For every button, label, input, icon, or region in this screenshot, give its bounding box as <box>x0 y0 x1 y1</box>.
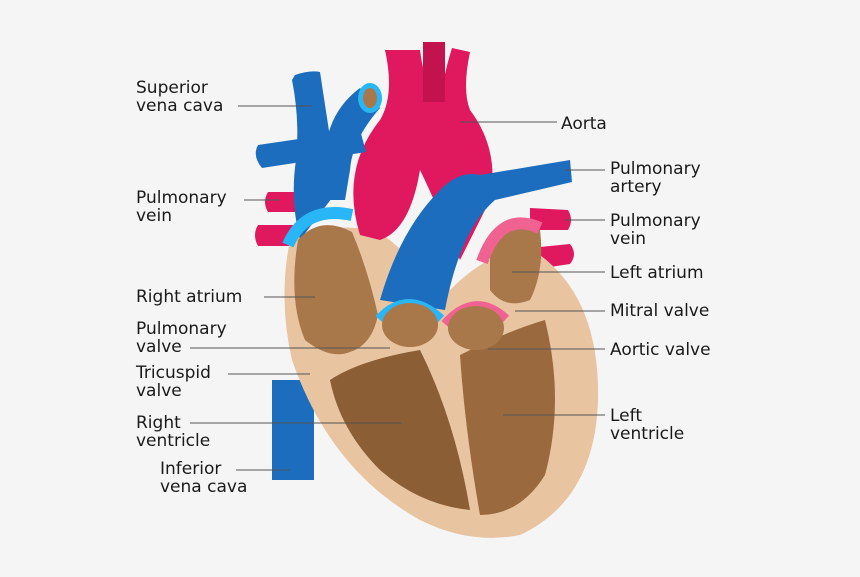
pulmonary-valve-opening <box>382 303 438 347</box>
label-line: vein <box>610 230 701 248</box>
label-line: Pulmonary <box>136 320 227 338</box>
label-left-atrium: Left atrium <box>610 264 704 282</box>
label-line: vena cava <box>136 97 223 115</box>
label-aortic-valve: Aortic valve <box>610 341 711 359</box>
label-line: Tricuspid <box>136 364 211 382</box>
label-line: Aorta <box>561 115 607 133</box>
label-line: Inferior <box>160 460 247 478</box>
label-line: vena cava <box>160 478 247 496</box>
svc-opening-inner <box>363 88 377 108</box>
label-mitral-valve: Mitral valve <box>610 302 709 320</box>
label-aorta: Aorta <box>561 115 607 133</box>
label-line: ventricle <box>136 432 210 450</box>
label-right-atrium: Right atrium <box>136 288 242 306</box>
label-pulmonary-valve: Pulmonary valve <box>136 320 227 356</box>
label-line: Left atrium <box>610 264 704 282</box>
label-line: vein <box>136 207 227 225</box>
label-line: Left <box>610 407 684 425</box>
aortic-valve-opening <box>448 306 504 350</box>
label-line: Pulmonary <box>610 160 701 178</box>
label-line: Right <box>136 414 210 432</box>
label-line: valve <box>136 338 227 356</box>
label-line: Superior <box>136 79 223 97</box>
label-tricuspid-valve: Tricuspid valve <box>136 364 211 400</box>
label-left-ventricle: Left ventricle <box>610 407 684 443</box>
label-line: Mitral valve <box>610 302 709 320</box>
label-line: ventricle <box>610 425 684 443</box>
label-inferior-vena-cava: Inferior vena cava <box>160 460 247 496</box>
label-pulmonary-vein-left: Pulmonary vein <box>136 189 227 225</box>
label-superior-vena-cava: Superior vena cava <box>136 79 223 115</box>
label-line: Pulmonary <box>610 212 701 230</box>
label-line: Aortic valve <box>610 341 711 359</box>
label-line: valve <box>136 382 211 400</box>
label-right-ventricle: Right ventricle <box>136 414 210 450</box>
aorta-branch-top <box>423 42 445 102</box>
label-pulmonary-vein-right: Pulmonary vein <box>610 212 701 248</box>
label-line: Pulmonary <box>136 189 227 207</box>
label-line: Right atrium <box>136 288 242 306</box>
label-line: artery <box>610 178 701 196</box>
label-pulmonary-artery: Pulmonary artery <box>610 160 701 196</box>
